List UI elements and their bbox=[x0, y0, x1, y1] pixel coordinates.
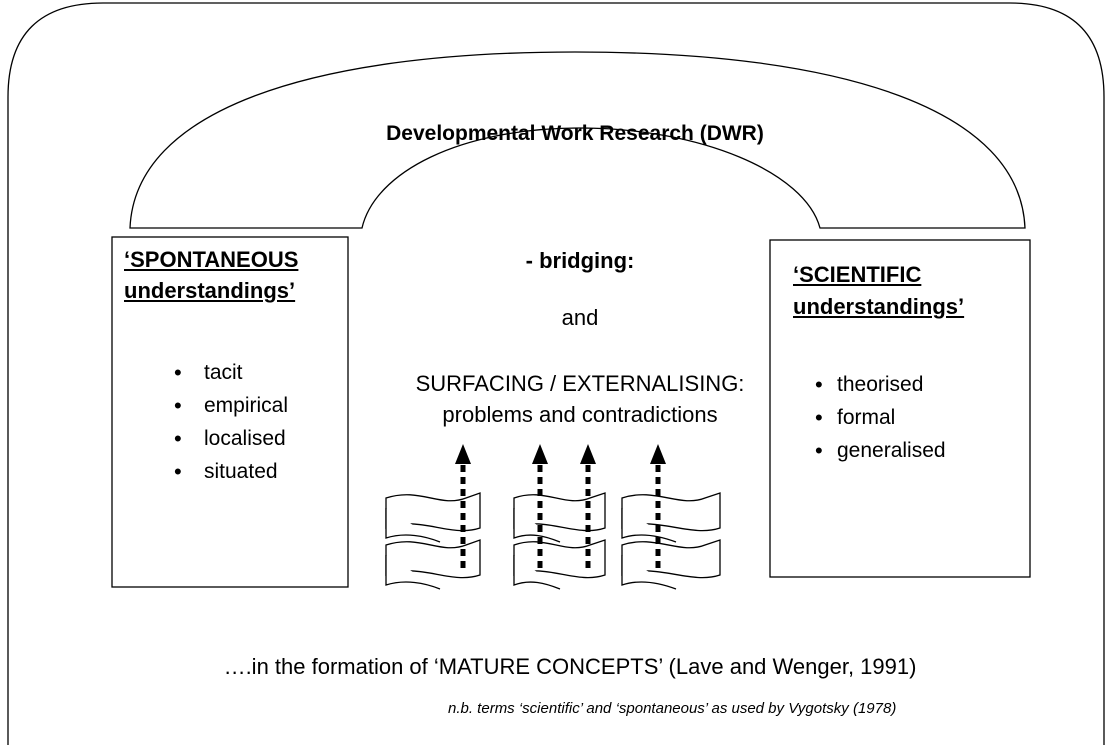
and-label: and bbox=[561, 305, 599, 330]
spontaneous-heading-line2: understandings’ bbox=[124, 278, 296, 303]
list-item: tacit bbox=[170, 356, 288, 389]
document-icon bbox=[621, 555, 677, 590]
spontaneous-heading-line1: ‘SPONTANEOUS bbox=[124, 247, 299, 272]
upward-arrows bbox=[455, 444, 666, 568]
document-icon bbox=[513, 492, 606, 532]
surfacing-label: SURFACING / EXTERNALISING: bbox=[415, 371, 745, 396]
arrow-up-icon bbox=[650, 444, 666, 464]
list-item: localised bbox=[170, 422, 288, 455]
list-item: generalised bbox=[815, 434, 946, 467]
spontaneous-list: tacit empirical localised situated bbox=[170, 356, 288, 488]
document-icon bbox=[513, 539, 606, 579]
footnote: n.b. terms ‘scientific’ and ‘spontaneous… bbox=[448, 700, 897, 717]
diagram-title: Developmental Work Research (DWR) bbox=[386, 122, 764, 145]
arrow-up-icon bbox=[455, 444, 471, 464]
document-icon bbox=[385, 508, 441, 543]
document-stack-icons-lower bbox=[385, 539, 721, 590]
scientific-heading-line2: understandings’ bbox=[793, 294, 965, 319]
scientific-list: theorised formal generalised bbox=[815, 368, 946, 467]
document-icon bbox=[513, 555, 561, 590]
scientific-heading-line1: ‘SCIENTIFIC bbox=[793, 262, 922, 287]
outer-frame bbox=[7, 2, 1105, 745]
document-icon bbox=[385, 555, 441, 590]
mature-concepts-text: ….in the formation of ‘MATURE CONCEPTS’ … bbox=[223, 654, 917, 679]
list-item: empirical bbox=[170, 389, 288, 422]
arrow-up-icon bbox=[532, 444, 548, 464]
list-item: theorised bbox=[815, 368, 946, 401]
bridging-label: - bridging: bbox=[525, 248, 635, 273]
dwr-arch bbox=[129, 51, 1026, 229]
list-item: formal bbox=[815, 401, 946, 434]
list-item: situated bbox=[170, 455, 288, 488]
problems-label: problems and contradictions bbox=[442, 402, 718, 427]
document-stack-icons bbox=[385, 492, 721, 543]
document-icon bbox=[621, 508, 677, 543]
arrow-up-icon bbox=[580, 444, 596, 464]
document-icon bbox=[513, 508, 561, 543]
